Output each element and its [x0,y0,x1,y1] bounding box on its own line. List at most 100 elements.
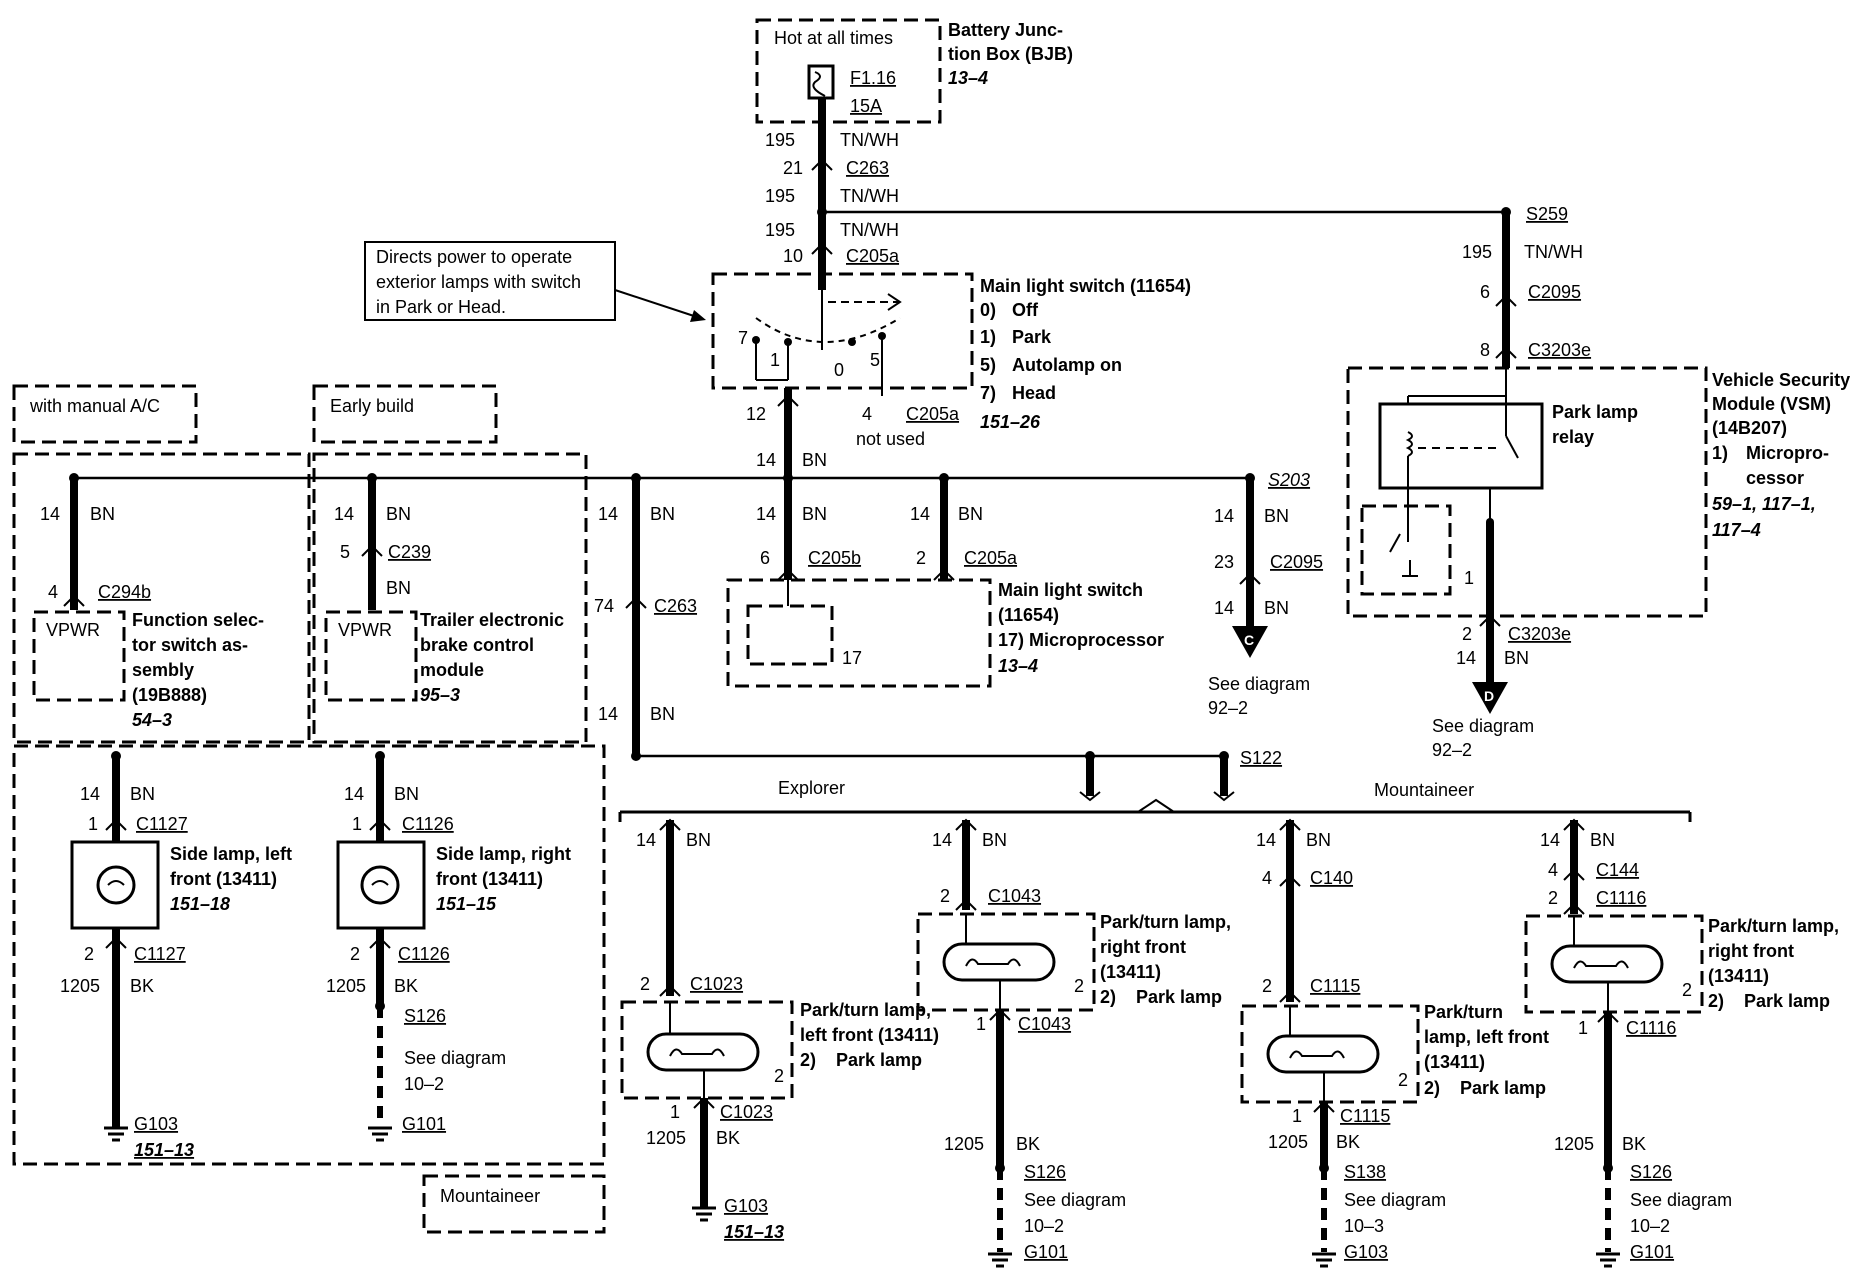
pt3-ground: G103 [1344,1242,1388,1262]
pt3-pin-top: 2 [1262,976,1272,996]
func-line-3: sembly [132,660,194,680]
pt2-conn-bot: C1043 [1018,1014,1071,1034]
pt4-ground: G101 [1630,1242,1674,1262]
pt2-line-1: Park/turn lamp, [1100,912,1231,932]
trailer-line-3: module [420,660,484,680]
func-component-box [32,610,126,702]
pt1-filament-icon [669,1048,725,1057]
mountaineer-tag-box [422,1174,606,1234]
pt4-num-2: 1205 [1554,1134,1594,1154]
pt1-line-2: left front (13411) [800,1025,939,1045]
pt3-a-connector-icon [1279,874,1301,887]
pt2-conn-top: C1043 [988,886,1041,906]
trailer-ref: 95–3 [420,685,460,705]
note-line-1: Directs power to operate [376,247,572,267]
vsm-out-connector-icon [1479,614,1501,627]
trailer-brake-module: 14 BN 5 C239 BN VPWR Trailer electronic … [324,478,564,705]
pt4-sub: Park lamp [1744,991,1830,1011]
side-left-color: BN [130,784,155,804]
s203-color-1: BN [1264,506,1289,526]
s203-num-1: 14 [1214,506,1234,526]
side-left-top-dot [111,751,121,761]
s203-label: S203 [1268,470,1310,490]
pt3-conn-top: C1115 [1310,976,1360,996]
c263-branch-num-1: 14 [598,504,618,524]
pt2-filament-icon [965,958,1021,967]
pt3-filament-icon [1289,1050,1345,1059]
pt2-sub: Park lamp [1136,987,1222,1007]
relay-coil-icon [1405,431,1413,457]
s259-label: S259 [1526,204,1568,224]
c205a-connector-icon [811,242,833,255]
vsm-out-num: 14 [1456,648,1476,668]
pt4-conn-top: C1116 [1596,888,1646,908]
c263-branch-pin: 74 [594,596,614,616]
pt1-mid-connector-icon [659,984,681,997]
pt1-color-2: BK [716,1128,740,1148]
pt2-splice: S126 [1024,1162,1066,1182]
pt3-sub-num: 2) [1424,1078,1440,1098]
pt4-inner: 2 [1682,980,1692,1000]
pt3-splice: S138 [1344,1162,1386,1182]
vsm-see: See diagram [1432,716,1534,736]
early-build-label: Early build [330,396,414,416]
arrow-c-icon [1232,626,1268,658]
mountaineer-region [12,744,606,1166]
s203-ref: 92–2 [1208,698,1248,718]
c263-name: C263 [846,158,889,178]
pt4-line-1: Park/turn lamp, [1708,916,1839,936]
bus-wire-num: 14 [756,450,776,470]
pt1-boundary [620,1000,794,1100]
trailer-vpwr: VPWR [338,620,392,640]
pt1-bot-connector-icon [693,1096,715,1109]
trailer-component-box [324,610,418,702]
pt1-sub-num: 2) [800,1050,816,1070]
pt4-color: BN [1590,830,1615,850]
pt4-num: 14 [1540,830,1560,850]
pt1-line-1: Park/turn lamp, [800,1000,931,1020]
trailer-line-2: brake control [420,635,534,655]
note-callout: Directs power to operate exterior lamps … [364,241,706,322]
vsm-switch-icon [1389,533,1401,553]
pt3-see: See diagram [1344,1190,1446,1210]
pt2-pin-bot: 1 [976,1014,986,1034]
micro-line-3: 17) Microprocessor [998,630,1164,650]
pt3-conn-a: C140 [1310,868,1353,888]
c263-pin: 21 [783,158,803,178]
pt2-see-ref: 10–2 [1024,1216,1064,1236]
feed-wire-color-2: TN/WH [840,186,899,206]
pt4-filament-icon [1573,960,1629,969]
side-right-ground: G101 [402,1114,446,1134]
feed-wire-num-3: 195 [765,220,795,240]
pt1-top-connector-icon [659,818,681,831]
side-left-bot-connector-icon [105,936,127,949]
pt1-conn-bot: C1023 [720,1102,773,1122]
bjb-ref: 13–4 [948,68,988,88]
pt2-num-2: 1205 [944,1134,984,1154]
trailer-conn: C239 [388,542,431,562]
relay-line-1: Park lamp [1552,402,1638,422]
switch-label-7: 7 [738,328,748,348]
pos0-num: 0) [980,300,996,320]
side-left-top-connector-icon [105,818,127,831]
micro-pin-2: 2 [916,548,926,568]
side-right-top-connector-icon [369,818,391,831]
pos7-num: 7) [980,383,996,403]
main-switch-boundary [711,272,974,390]
pt4-a-connector-icon [1563,868,1585,881]
vsm-ref-2: 117–4 [1712,520,1761,540]
func-line-1: Function selec- [132,610,264,630]
side-left-bulb-icon [96,865,136,905]
micro-w2-num: 14 [910,504,930,524]
pt4-mid-connector-icon [1563,902,1585,915]
pt3-bulb-icon [1266,1034,1380,1074]
c205a-name: C205a [846,246,900,266]
pt4-conn-a: C144 [1596,860,1639,880]
vsm-proc-num: 1) [1712,443,1728,463]
s203-see: See diagram [1208,674,1310,694]
pt4-pin-a: 4 [1548,860,1558,880]
switch-label-1: 1 [770,350,780,370]
main-light-switch: 7 1 0 5 Main light switch (11654) 0) Off… [711,272,1191,478]
side-right-conn-2: C1126 [398,944,450,964]
pt1-num: 14 [636,830,656,850]
